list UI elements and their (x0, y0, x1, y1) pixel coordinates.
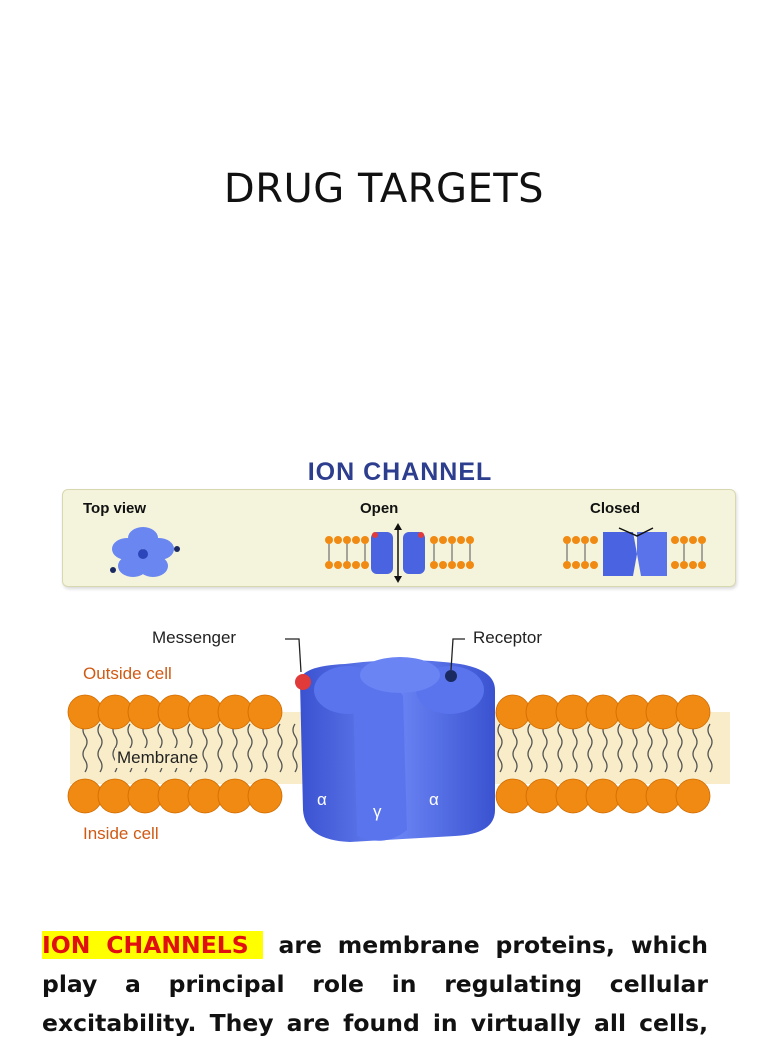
receptor-label: Receptor (473, 628, 542, 648)
messenger-label: Messenger (152, 628, 236, 648)
membrane-label: Membrane (115, 748, 200, 768)
body-line-1: ION CHANNELS are membrane proteins, whic… (42, 926, 708, 965)
outside-cell-label: Outside cell (83, 664, 172, 684)
body-paragraph: ION CHANNELS are membrane proteins, whic… (42, 926, 708, 1043)
inside-cell-label: Inside cell (83, 824, 159, 844)
alpha-subunit-left: α (317, 790, 327, 810)
membrane-diagram (55, 450, 745, 860)
body-line-2: play a principal role in regulating cell… (42, 965, 708, 1004)
ion-channels-highlight: ION CHANNELS (42, 931, 263, 959)
body-line-1-rest: are membrane proteins, which (279, 931, 708, 959)
slide-title: DRUG TARGETS (0, 166, 768, 212)
ion-channel-figure: ION CHANNEL Top view Open Closed (55, 450, 745, 860)
channel-protein (295, 657, 495, 842)
alpha-subunit-right: α (429, 790, 439, 810)
gamma-subunit: γ (373, 802, 382, 822)
